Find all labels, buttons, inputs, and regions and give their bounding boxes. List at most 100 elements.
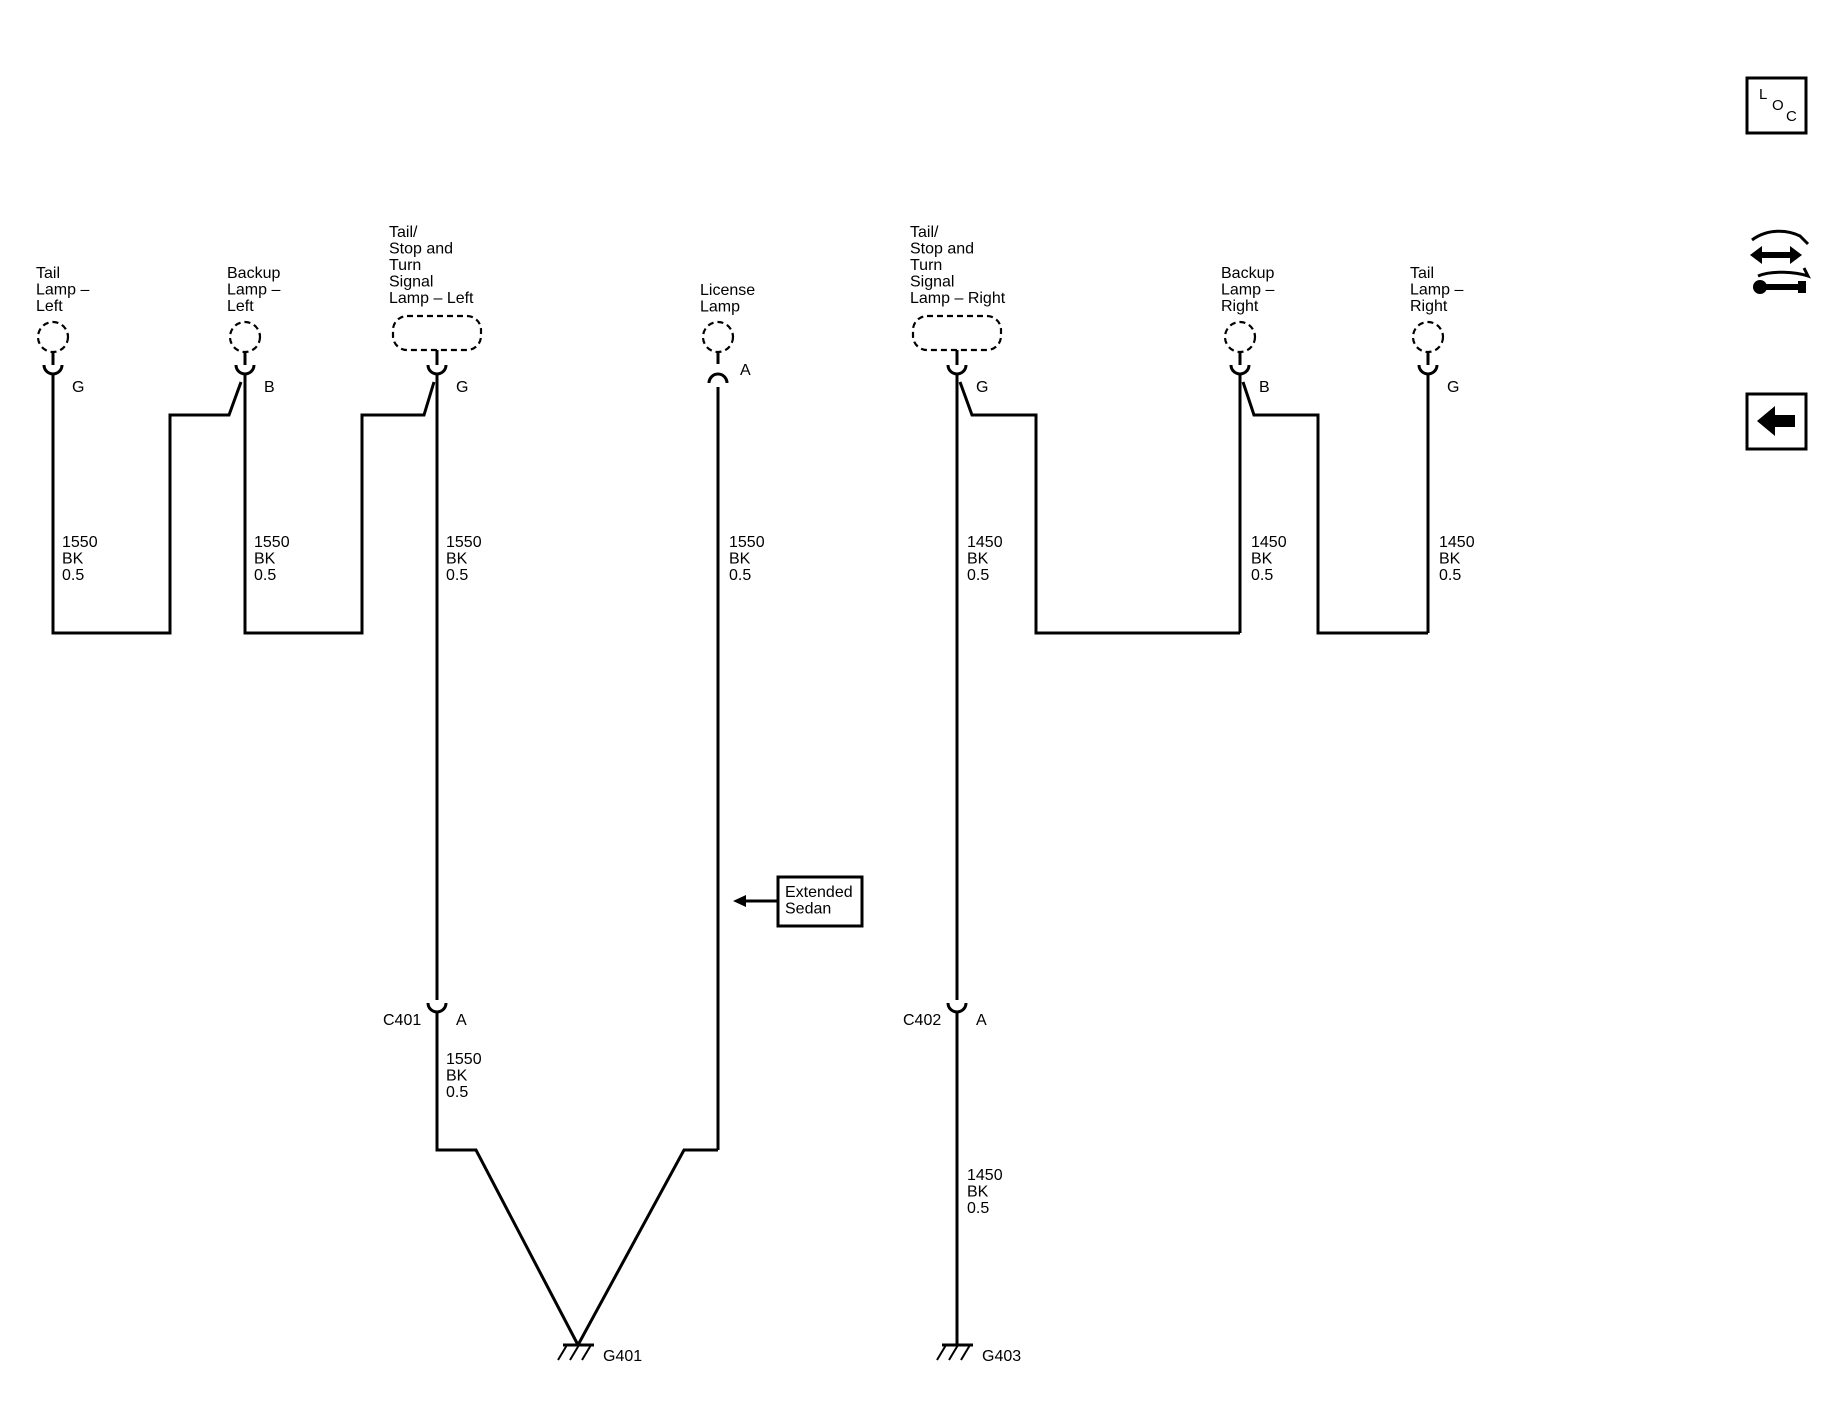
text-line: License xyxy=(700,282,755,299)
ground-g403-label: G403 xyxy=(982,1348,1021,1365)
text-line: Lamp – Right xyxy=(910,290,1006,307)
text-line: Turn xyxy=(389,257,421,274)
connector-c401 xyxy=(426,1002,448,1014)
pin-label: G xyxy=(456,379,468,396)
text-line: Lamp – Left xyxy=(389,290,474,307)
text-line: BK xyxy=(62,551,84,568)
text-line: 0.5 xyxy=(1251,567,1273,584)
text-line: Tail xyxy=(36,265,60,282)
text-line: Lamp – xyxy=(1410,282,1463,299)
text-line: Stop and xyxy=(910,241,974,258)
pin-label: G xyxy=(976,379,988,396)
text-line: Left xyxy=(227,298,254,315)
text-line: 1550 xyxy=(446,534,482,551)
text-line: Sedan xyxy=(785,901,831,918)
text-line: Backup xyxy=(1221,265,1274,282)
text-line: 0.5 xyxy=(729,567,751,584)
text-line: Left xyxy=(36,298,63,315)
connector-c402 xyxy=(946,1002,968,1014)
pin-terminal xyxy=(707,352,729,400)
pin-label: G xyxy=(72,379,84,396)
location-icon[interactable]: L O C xyxy=(1745,76,1808,135)
text-line: Signal xyxy=(910,274,954,291)
wire-c401-to-g401 xyxy=(435,1012,580,1346)
text-line: Turn xyxy=(910,257,942,274)
connector-c402-name: C402 xyxy=(903,1012,941,1029)
text-line: BK xyxy=(446,1068,468,1085)
text-line: Tail/ xyxy=(910,224,939,241)
pin-terminal xyxy=(1229,352,1251,376)
ground-g401-label: G401 xyxy=(603,1348,642,1365)
pin-label: G xyxy=(1447,379,1459,396)
pin-label: A xyxy=(740,362,751,379)
text-line: Backup xyxy=(227,265,280,282)
text-line: 1550 xyxy=(254,534,290,551)
text-line: BK xyxy=(1251,551,1273,568)
component-outline xyxy=(1411,320,1445,354)
pin-terminal xyxy=(234,352,256,376)
text-line: Signal xyxy=(389,274,433,291)
text-line: Tail xyxy=(1410,265,1434,282)
text-line: BK xyxy=(446,551,468,568)
pin-label: B xyxy=(264,379,275,396)
text-line: BK xyxy=(729,551,751,568)
harness-routing-icon[interactable] xyxy=(1750,229,1811,294)
ground-symbol xyxy=(557,1343,594,1361)
component-outline xyxy=(36,320,70,354)
text-line: 1550 xyxy=(446,1051,482,1068)
text-line: 1450 xyxy=(1439,534,1475,551)
text-line: 1450 xyxy=(967,1167,1003,1184)
text-line: Lamp – xyxy=(227,282,280,299)
text-line: 0.5 xyxy=(967,1200,989,1217)
text-line: Lamp – xyxy=(36,282,89,299)
text-line: 0.5 xyxy=(1439,567,1461,584)
text-line: Lamp – xyxy=(1221,282,1274,299)
component-outline xyxy=(911,314,1003,352)
component-outline xyxy=(228,320,262,354)
text-line: Right xyxy=(1410,298,1448,315)
connector-c401-name: C401 xyxy=(383,1012,421,1029)
text-line: 0.5 xyxy=(446,567,468,584)
text-line: Extended xyxy=(785,884,853,901)
text-line: BK xyxy=(967,551,989,568)
loc-letter-l: L xyxy=(1759,86,1767,103)
connector-c402-pin: A xyxy=(976,1012,987,1029)
text-line: Stop and xyxy=(389,241,453,258)
wire-backup-left xyxy=(243,374,436,635)
pin-terminal xyxy=(946,350,968,376)
wire-tsl-right-jumper xyxy=(958,381,1240,635)
component-outline xyxy=(391,314,483,352)
connector-c401-pin: A xyxy=(456,1012,467,1029)
text-line: 1550 xyxy=(729,534,765,551)
text-line: BK xyxy=(1439,551,1461,568)
back-arrow-icon[interactable] xyxy=(1745,392,1808,451)
pin-terminal xyxy=(426,350,448,376)
wire-tail-left xyxy=(51,374,243,635)
loc-letter-o: O xyxy=(1772,97,1784,114)
text-line: BK xyxy=(967,1184,989,1201)
text-line: Tail/ xyxy=(389,224,418,241)
text-line: 0.5 xyxy=(967,567,989,584)
text-line: Lamp xyxy=(700,299,740,316)
pin-label: B xyxy=(1259,379,1270,396)
text-line: 0.5 xyxy=(254,567,276,584)
